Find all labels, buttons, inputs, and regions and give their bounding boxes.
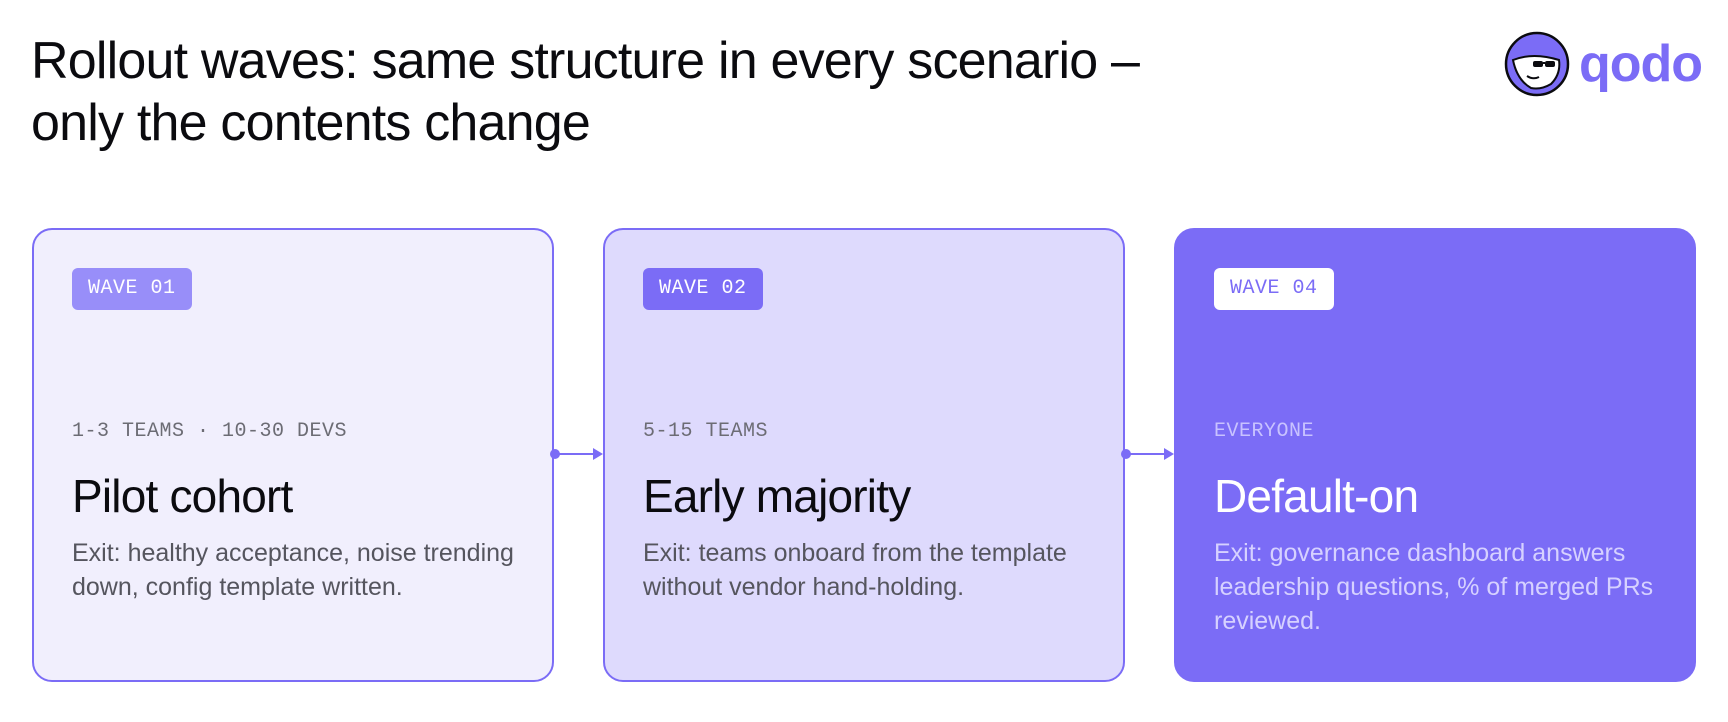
badger-mascot-icon	[1504, 31, 1570, 97]
wave-card-default-on: WAVE 04 EVERYONE Default-on Exit: govern…	[1174, 228, 1696, 682]
brand-logo: qodo	[1503, 30, 1703, 98]
wave-badge: WAVE 02	[643, 268, 763, 310]
logo-wordmark: qodo	[1579, 35, 1703, 93]
wave-scope: 1-3 TEAMS · 10-30 DEVS	[72, 420, 348, 443]
wave-exit-criteria: Exit: healthy acceptance, noise trending…	[72, 539, 514, 601]
wave-card-early-majority: WAVE 02 5-15 TEAMS Early majority Exit: …	[603, 228, 1125, 682]
wave-card-pilot: WAVE 01 1-3 TEAMS · 10-30 DEVS Pilot coh…	[32, 228, 554, 682]
wave-scope: 5-15 TEAMS	[643, 420, 769, 443]
page-title: Rollout waves: same structure in every s…	[31, 32, 1140, 152]
wave-name: Pilot cohort	[72, 470, 293, 522]
arrow-connector-1	[550, 448, 603, 460]
wave-exit-criteria: Exit: teams onboard from the template wi…	[643, 539, 1067, 601]
wave-badge: WAVE 04	[1214, 268, 1334, 310]
wave-exit-criteria: Exit: governance dashboard answers leade…	[1214, 539, 1654, 635]
arrow-connector-2	[1121, 448, 1174, 460]
wave-name: Early majority	[643, 470, 911, 522]
wave-badge: WAVE 01	[72, 268, 192, 310]
wave-scope: EVERYONE	[1214, 420, 1315, 443]
wave-name: Default-on	[1214, 470, 1419, 522]
